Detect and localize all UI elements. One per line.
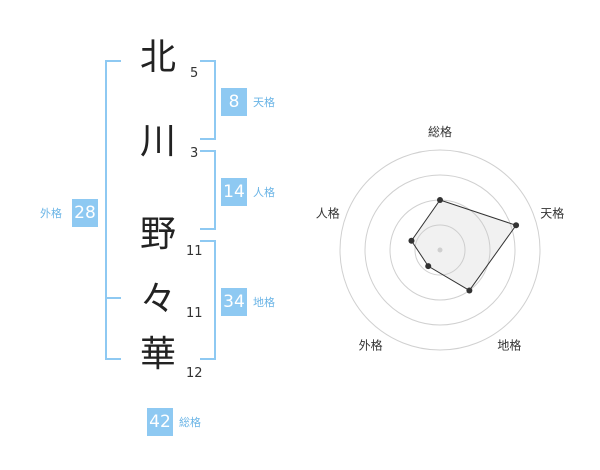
radar-axis-label-2: 天格 bbox=[540, 206, 564, 221]
tenkaku-bracket bbox=[200, 60, 216, 140]
radar-ring-1 bbox=[414, 224, 466, 276]
gaikaku-value: 28 bbox=[72, 199, 98, 227]
chikaku-bracket bbox=[200, 240, 216, 360]
radar-ring-4 bbox=[339, 149, 541, 351]
name-char-3: 野 bbox=[140, 214, 177, 255]
name-char-2: 川 bbox=[140, 121, 177, 162]
radar-axis-label-3: 地格 bbox=[497, 337, 521, 352]
radar-axis-label-5: 人格 bbox=[316, 206, 340, 221]
tenkaku-label: 天格 bbox=[253, 96, 275, 109]
stroke-count-3: 11 bbox=[186, 244, 203, 259]
radar-point-4 bbox=[425, 263, 432, 270]
soukaku-label: 総格 bbox=[179, 416, 201, 429]
tenkaku-value: 8 bbox=[221, 88, 247, 116]
jinkaku-value: 14 bbox=[221, 178, 247, 206]
name-char-1: 北 bbox=[140, 37, 177, 78]
gaikaku-bracket-tick bbox=[105, 297, 121, 299]
jinkaku-label: 人格 bbox=[253, 186, 275, 199]
jinkaku-bracket bbox=[200, 150, 216, 230]
radar-point-3 bbox=[466, 287, 473, 294]
chikaku-value: 34 bbox=[221, 288, 247, 316]
stroke-count-5: 12 bbox=[186, 366, 203, 381]
radar-axis-label-4: 外格 bbox=[359, 337, 383, 352]
radar-point-2 bbox=[513, 222, 520, 229]
radar-axis-label-1: 総格 bbox=[428, 124, 452, 139]
radar-ring-3 bbox=[364, 174, 516, 326]
soukaku-value: 42 bbox=[147, 408, 173, 436]
stroke-count-1: 5 bbox=[190, 66, 199, 81]
radar-point-5 bbox=[408, 237, 415, 244]
stroke-count-4: 11 bbox=[186, 306, 203, 321]
name-char-4: 々 bbox=[140, 279, 177, 320]
gaikaku-bracket bbox=[105, 60, 121, 360]
gaikaku-label: 外格 bbox=[40, 207, 62, 220]
radar-center bbox=[437, 247, 443, 253]
stroke-count-2: 3 bbox=[190, 146, 199, 161]
radar-point-1 bbox=[437, 197, 443, 203]
name-char-5: 華 bbox=[140, 334, 177, 375]
chikaku-label: 地格 bbox=[253, 296, 275, 309]
radar-area bbox=[410, 199, 517, 292]
